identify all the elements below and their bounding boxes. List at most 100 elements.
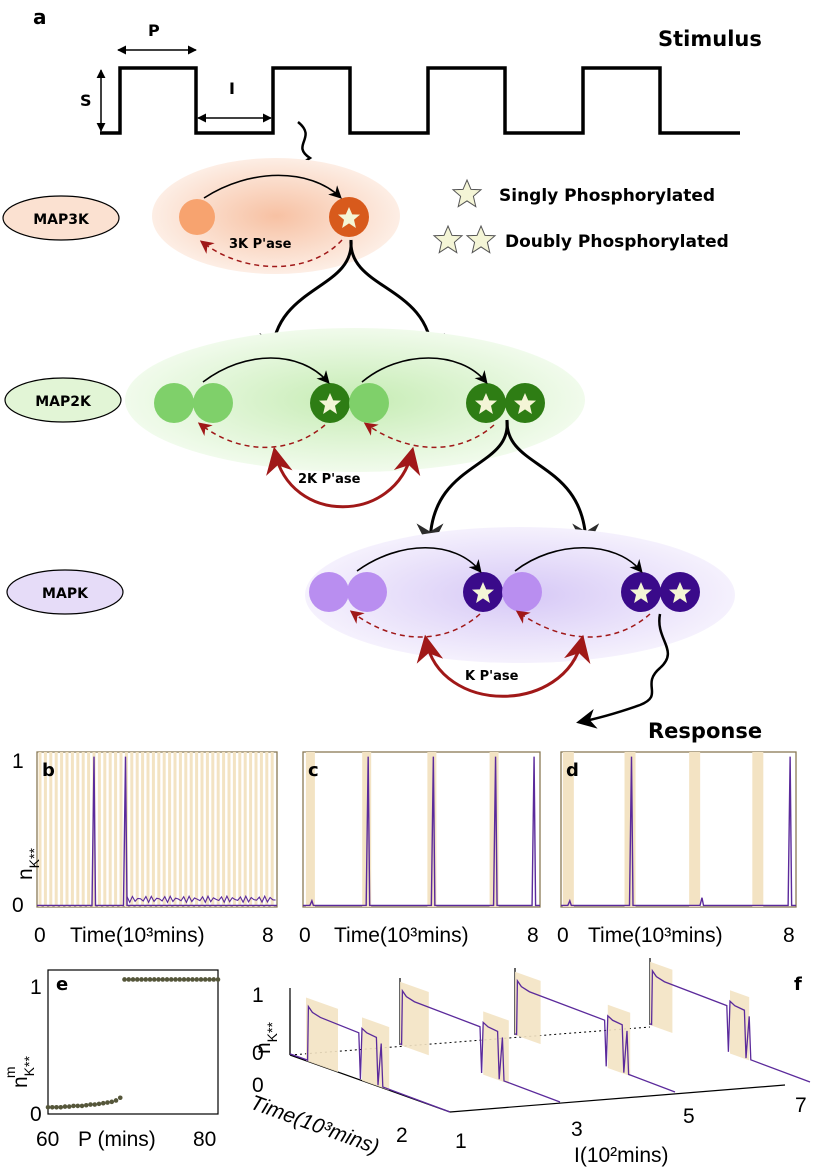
map3k-unphosphorylated xyxy=(179,199,215,235)
data-point xyxy=(88,1102,93,1107)
mapk-unphos-a xyxy=(309,572,349,612)
map2k-to-mapk-arrow-2 xyxy=(505,419,600,551)
panel-e: e 1 0 60 80 P (mins) nK**m xyxy=(2,969,221,1151)
data-point xyxy=(83,1102,89,1108)
f-i-axis xyxy=(449,1084,786,1113)
panel-f-ytick-top: 1 xyxy=(252,984,264,1007)
panel-d-xtick-right: 8 xyxy=(783,924,795,947)
panel-f-ytick-bottom: 0 xyxy=(252,1042,264,1065)
data-point xyxy=(177,977,183,982)
response-arrow xyxy=(576,613,670,729)
map2k-dephos-arrow-1 xyxy=(197,422,326,449)
stimulus-band xyxy=(151,752,155,907)
panel-b-stimulus-bands xyxy=(38,752,276,907)
data-point xyxy=(147,977,153,982)
data-point xyxy=(211,977,217,982)
stimulus-band xyxy=(254,752,258,907)
data-point xyxy=(122,977,127,982)
panel-f-waterfall xyxy=(289,958,811,1113)
data-point xyxy=(202,977,208,982)
panel-d-label: d xyxy=(566,760,579,781)
map3k-tier-label: MAP3K xyxy=(33,212,90,228)
stimulus-band xyxy=(189,752,193,907)
stimulus-band xyxy=(259,752,263,907)
stimulus-band xyxy=(135,752,139,907)
stimulus-band xyxy=(114,752,118,907)
phosphatase-3k-label: 3K P'ase xyxy=(229,237,292,252)
data-point xyxy=(113,1098,119,1103)
data-point xyxy=(130,977,136,982)
data-point xyxy=(139,977,144,982)
panel-e-ylabel: nK**m xyxy=(2,1056,37,1088)
stimulus-title: Stimulus xyxy=(658,27,762,51)
data-point xyxy=(75,1103,81,1109)
f-response-trace xyxy=(649,968,811,1083)
panel-e-xlabel: P (mins) xyxy=(78,1128,156,1151)
panel-b-response-trace xyxy=(37,756,277,907)
data-point xyxy=(54,1104,59,1110)
f-stimulus-band xyxy=(730,990,750,1061)
panel-e-ytick-top: 1 xyxy=(30,976,42,999)
panel-e-frame xyxy=(47,969,219,1115)
stimulus-band xyxy=(216,752,220,907)
panel-b-xtick-left: 0 xyxy=(34,924,46,947)
panel-b-label: b xyxy=(42,760,55,781)
data-point xyxy=(58,1104,64,1110)
f-stimulus-band xyxy=(515,971,541,1045)
stimulus-waveform xyxy=(100,66,740,135)
panel-e-label: e xyxy=(56,974,68,995)
panel-d: d 0 8 Time(10³mins) xyxy=(557,751,797,947)
panel-a-label: a xyxy=(33,5,47,29)
stimulus-band xyxy=(178,752,182,907)
map2k-phosphatase-arrow xyxy=(266,446,421,509)
stimulus-band xyxy=(227,752,231,907)
panel-c: c 0 8 Time(10³mins) xyxy=(299,751,541,947)
stimulus-band xyxy=(205,752,209,907)
stimulus-band xyxy=(232,752,236,907)
stimulus-band xyxy=(249,752,253,907)
stimulus-band xyxy=(173,752,177,907)
mapk-phos-arrow-1 xyxy=(356,547,482,573)
map2k-to-mapk-arrow-1 xyxy=(416,419,509,551)
panel-e-ytick-bottom: 0 xyxy=(30,1103,42,1126)
panel-f-ylabel: nK** xyxy=(252,1022,280,1054)
panel-d-response-trace xyxy=(561,756,796,907)
stimulus-band xyxy=(54,752,58,907)
map2k-tier-badge xyxy=(4,377,122,423)
f-response-trace xyxy=(289,1004,451,1113)
data-point xyxy=(156,977,161,982)
stimulus-band xyxy=(243,752,247,907)
mapk-tier-label: MAPK xyxy=(42,586,89,602)
mapk-phos-arrow-2 xyxy=(514,547,643,573)
panel-f-label: f xyxy=(794,974,802,995)
stimulus-band xyxy=(70,752,74,907)
stimulus-band xyxy=(130,752,134,907)
map2k-dephos-arrow-2 xyxy=(363,422,495,449)
stimulus-band xyxy=(92,752,96,907)
panel-c-xtick-left: 0 xyxy=(299,924,311,947)
stimulus-band xyxy=(562,752,574,907)
mapk-single-unphos xyxy=(502,572,542,612)
interval-label: I xyxy=(229,79,235,98)
doubly-star-1-icon xyxy=(433,225,463,254)
stimulus-band xyxy=(238,752,242,907)
panel-b-ytick-top: 1 xyxy=(12,750,24,773)
f-stimulus-band xyxy=(650,961,673,1033)
panel-f-time-tick-0: 0 xyxy=(252,1074,264,1097)
stimulus-band xyxy=(43,752,47,907)
data-point xyxy=(168,977,174,982)
stimulus-band xyxy=(270,752,274,907)
panel-e-points xyxy=(45,977,221,1110)
stimulus-band xyxy=(752,752,764,907)
data-point xyxy=(164,977,170,982)
data-point xyxy=(71,1103,76,1109)
period-label: P xyxy=(148,21,160,40)
stimulus-band xyxy=(184,752,188,907)
stimulus-band xyxy=(108,752,112,907)
panel-b-ytick-bottom: 0 xyxy=(12,894,24,917)
data-point xyxy=(109,1099,115,1105)
singly-phosphorylated-star-icon xyxy=(452,179,482,208)
data-point xyxy=(66,1104,72,1109)
map3k-tier-badge xyxy=(2,195,120,241)
